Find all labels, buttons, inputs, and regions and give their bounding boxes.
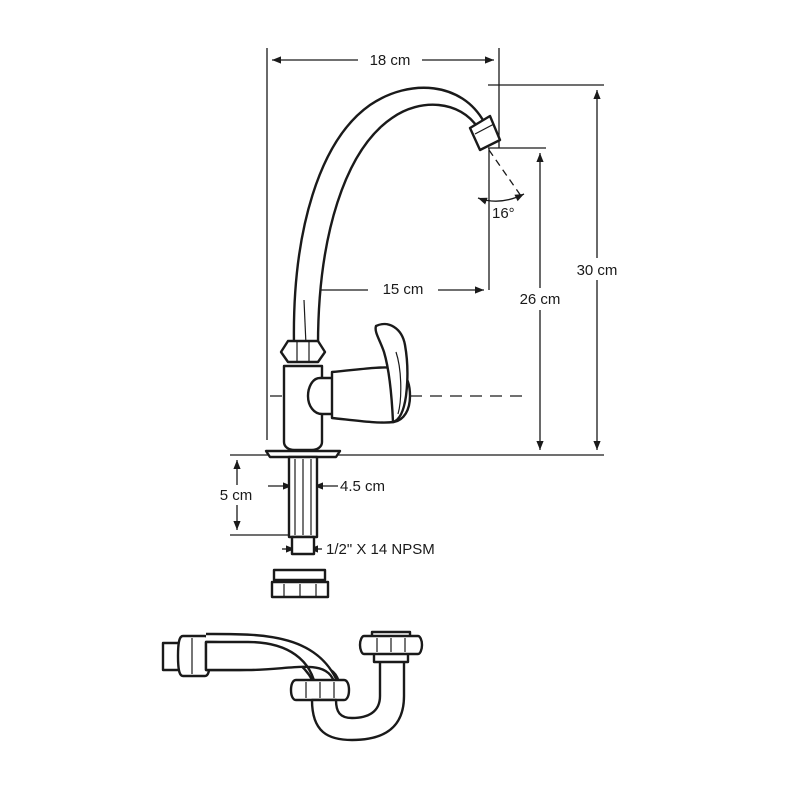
dimension-shank-diameter: 4.5 cm (268, 478, 385, 495)
shank-thread-end (290, 535, 316, 556)
faucet-spout (292, 86, 502, 347)
label-thread-spec: 1/2" X 14 NPSM (326, 541, 435, 558)
dimension-spout-angle: 16° (477, 149, 525, 222)
label-shank-diameter: 4.5 cm (340, 478, 385, 495)
label-spout-height: 26 cm (520, 291, 561, 308)
dimension-shank-length: 5 cm (212, 460, 262, 530)
base-flange (264, 449, 342, 459)
dimension-spout-height: 26 cm (508, 153, 572, 450)
mounting-nut (270, 568, 330, 599)
label-top-width: 18 cm (370, 52, 411, 69)
faucet-shank (264, 449, 342, 556)
faucet-body (279, 322, 412, 452)
p-trap-drain (161, 630, 424, 742)
dimension-top-width: 18 cm (272, 50, 494, 70)
label-total-height: 30 cm (577, 262, 618, 279)
handle-lever (374, 322, 409, 424)
dimension-total-height: 30 cm (565, 90, 629, 450)
dimension-reach: 15 cm (303, 279, 484, 299)
hex-nut-top (279, 339, 327, 364)
label-spout-angle: 16° (492, 205, 515, 222)
label-shank-length: 5 cm (220, 487, 253, 504)
label-reach: 15 cm (383, 281, 424, 298)
